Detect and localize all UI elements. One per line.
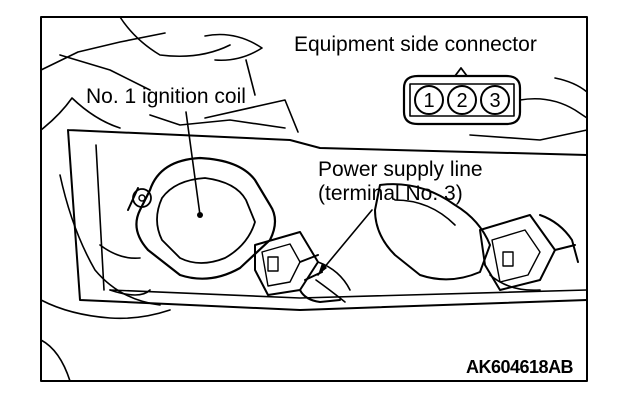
figure-code: AK604618AB <box>466 357 574 377</box>
coil-label: No. 1 ignition coil <box>86 85 246 108</box>
terminal-label: (terminal No. 3) <box>318 182 463 205</box>
connector-symbol <box>402 67 522 126</box>
figure-frame <box>40 16 588 382</box>
pin-label-2: 2 <box>456 90 467 112</box>
engine-background <box>40 16 588 382</box>
cover-outline <box>67 129 588 311</box>
ignition-coil-2 <box>374 183 579 291</box>
connector-pin-2 <box>447 85 477 115</box>
connector-pin-1 <box>414 85 444 115</box>
pin-label-1: 1 <box>423 90 434 112</box>
connector-pin-3 <box>480 85 510 115</box>
connector-label: Equipment side connector <box>294 33 537 56</box>
ignition-coil-1 <box>127 156 351 303</box>
power-line-leader <box>317 209 373 276</box>
power-line-label: Power supply line <box>318 158 483 181</box>
pin-label-3: 3 <box>489 90 500 112</box>
coil-leader-line <box>185 111 201 216</box>
